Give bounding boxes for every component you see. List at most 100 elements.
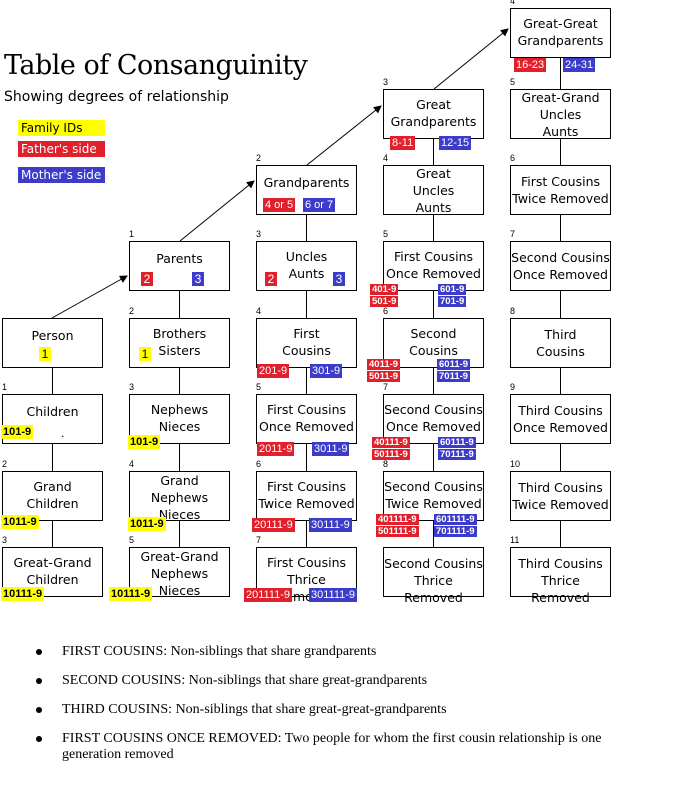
box-label-line: Grand — [160, 473, 199, 488]
box-label-line: Great — [416, 166, 451, 181]
father-side-tag: 501111-9 — [376, 526, 419, 537]
degree-number: 5 — [383, 229, 389, 239]
ancestry-arrow — [51, 275, 128, 319]
ancestry-arrow — [433, 28, 509, 90]
degree-number: 8 — [510, 306, 516, 316]
degree-number: 3 — [2, 535, 8, 545]
box-label-line: First Cousins — [267, 479, 346, 494]
degree-number: 2 — [256, 153, 262, 163]
mother-side-tag: 24-31 — [563, 58, 596, 72]
mother-side-tag: 301-9 — [310, 364, 343, 378]
father-side-tag: 401-9 — [370, 284, 399, 295]
box-label-line: Third — [544, 327, 577, 342]
mother-side-tag: 3 — [192, 272, 204, 286]
box-label-line: Thrice Removed — [404, 573, 463, 605]
bullet-icon — [36, 678, 42, 684]
degree-number: 5 — [256, 382, 262, 392]
box-label-line: Nephews — [150, 566, 209, 581]
mother-side-tag: 3011-9 — [312, 442, 350, 456]
degree-number: 6 — [510, 153, 516, 163]
box-label-line: Second Cousins — [384, 479, 483, 494]
family-id-tag: 101-9 — [1, 425, 34, 439]
box-label-line: Third Cousins — [518, 480, 603, 495]
box-label-line: Twice Removed — [512, 497, 609, 512]
family-id-tag: 1011-9 — [1, 515, 39, 529]
father-side-tag: 16-23 — [514, 58, 547, 72]
box-label-line: Great-Great — [523, 16, 598, 31]
father-side-tag: 4011-9 — [367, 359, 401, 370]
box-label-line: First — [293, 326, 320, 341]
mother-side-tag: 12-15 — [439, 136, 472, 150]
box-label-line: Third Cousins — [518, 556, 603, 571]
box-label-line: Great-Grand — [13, 555, 92, 570]
box-label-line: Children — [26, 572, 79, 587]
box-label-line: Parents — [156, 251, 203, 266]
note-item: FIRST COUSINS: Non-siblings that share g… — [36, 644, 636, 660]
father-side-tag: 20111-9 — [252, 518, 295, 532]
box-label-line: Once Removed — [513, 420, 608, 435]
degree-number: 6 — [383, 306, 389, 316]
degree-number: 4 — [256, 306, 262, 316]
box-label-line: Nieces — [158, 583, 201, 598]
box-label-line: Aunts — [415, 200, 452, 215]
father-side-tag: 201-9 — [257, 364, 290, 378]
father-side-tag: 40111-9 — [372, 437, 410, 448]
box-label-line: Uncles — [539, 107, 582, 122]
degree-number: 1 — [129, 229, 135, 239]
id-suffix: . — [61, 426, 65, 440]
box-label-line: Cousins — [409, 343, 458, 358]
degree-number: 11 — [510, 535, 520, 545]
box-label-line: Nephews — [150, 402, 209, 417]
bullet-icon — [36, 649, 42, 655]
degree-number: 1 — [2, 382, 8, 392]
box-label-line: Great-Grand — [140, 549, 219, 564]
degree-number: 2 — [2, 459, 8, 469]
mother-side-tag: 30111-9 — [309, 518, 352, 532]
degree-number: 2 — [129, 306, 135, 316]
note-item: SECOND COUSINS: Non-siblings that share … — [36, 673, 636, 689]
box-label-line: Twice Removed — [512, 191, 609, 206]
degree-number: 3 — [256, 229, 262, 239]
legend-family-ids: Family IDs — [18, 120, 105, 136]
box-label-line: Nieces — [158, 507, 201, 522]
notes-list: FIRST COUSINS: Non-siblings that share g… — [36, 640, 636, 762]
father-side-tag: 2011-9 — [257, 442, 295, 456]
family-id-tag: 1011-9 — [128, 517, 166, 531]
legend-fathers-side: Father's side — [18, 141, 105, 157]
family-id-tag: 101-9 — [128, 435, 161, 449]
degree-number: 4 — [510, 0, 516, 6]
box-label-line: Grand — [33, 479, 72, 494]
box-label-line: Once Removed — [259, 419, 354, 434]
box-label-line: Great — [416, 97, 451, 112]
mother-side-tag: 3 — [333, 272, 345, 286]
box-label-line: Second — [410, 326, 457, 341]
father-side-tag: 401111-9 — [376, 514, 419, 525]
box-label-line: Grandparents — [517, 33, 604, 48]
degree-number: 5 — [510, 77, 516, 87]
box-label-line: Second Cousins — [511, 250, 610, 265]
box-label-line: Aunts — [288, 266, 325, 281]
box-label-line: Sisters — [158, 343, 201, 358]
degree-number: 3 — [383, 77, 389, 87]
mother-side-tag: 601111-9 — [434, 514, 477, 525]
box-label-line: Twice Removed — [385, 496, 482, 511]
box-label-line: Brothers — [152, 326, 207, 341]
box-label-line: Thrice Removed — [531, 573, 590, 605]
